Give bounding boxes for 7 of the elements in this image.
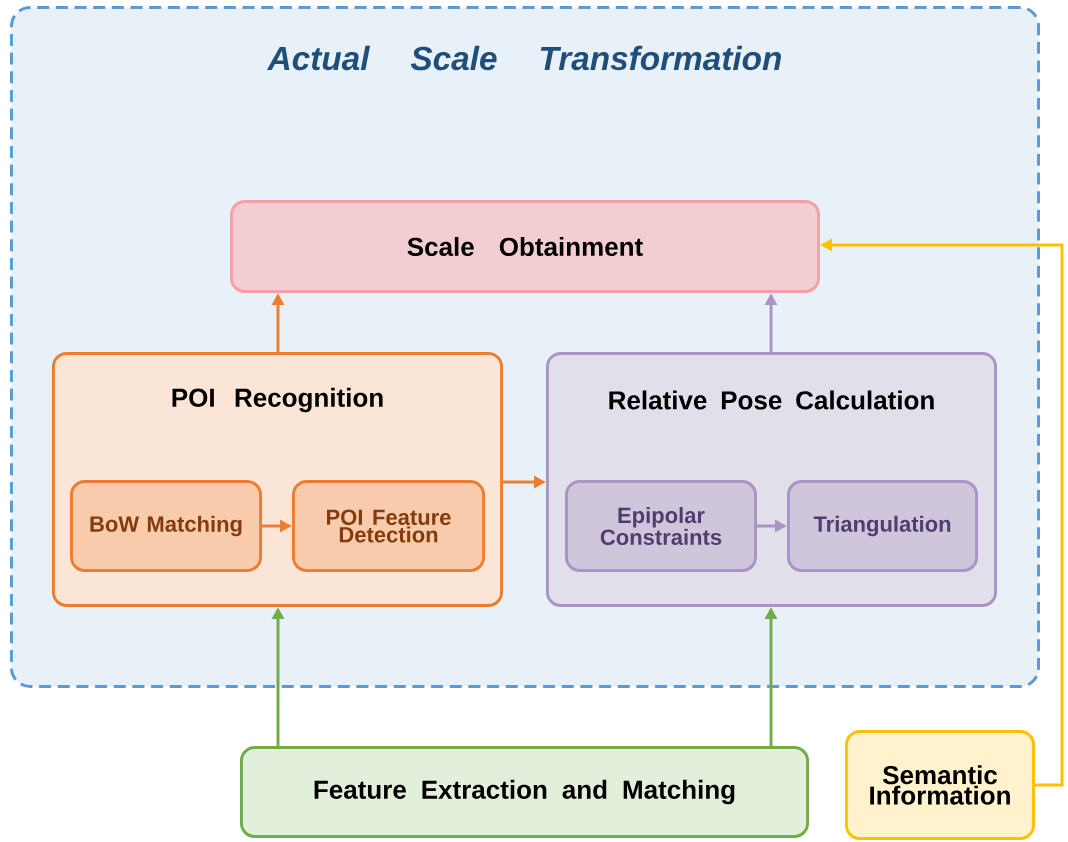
process-box: Triangulation (786, 480, 979, 572)
input-box: Semantic Information (845, 730, 1035, 840)
process-box: POI Feature Detection (291, 480, 486, 572)
process-box: Epipolar Constraints (565, 480, 757, 572)
process-box: Scale Obtainment (230, 200, 820, 293)
process-box: BoW Matching (70, 480, 262, 572)
input-box: Feature Extraction and Matching (239, 746, 810, 838)
